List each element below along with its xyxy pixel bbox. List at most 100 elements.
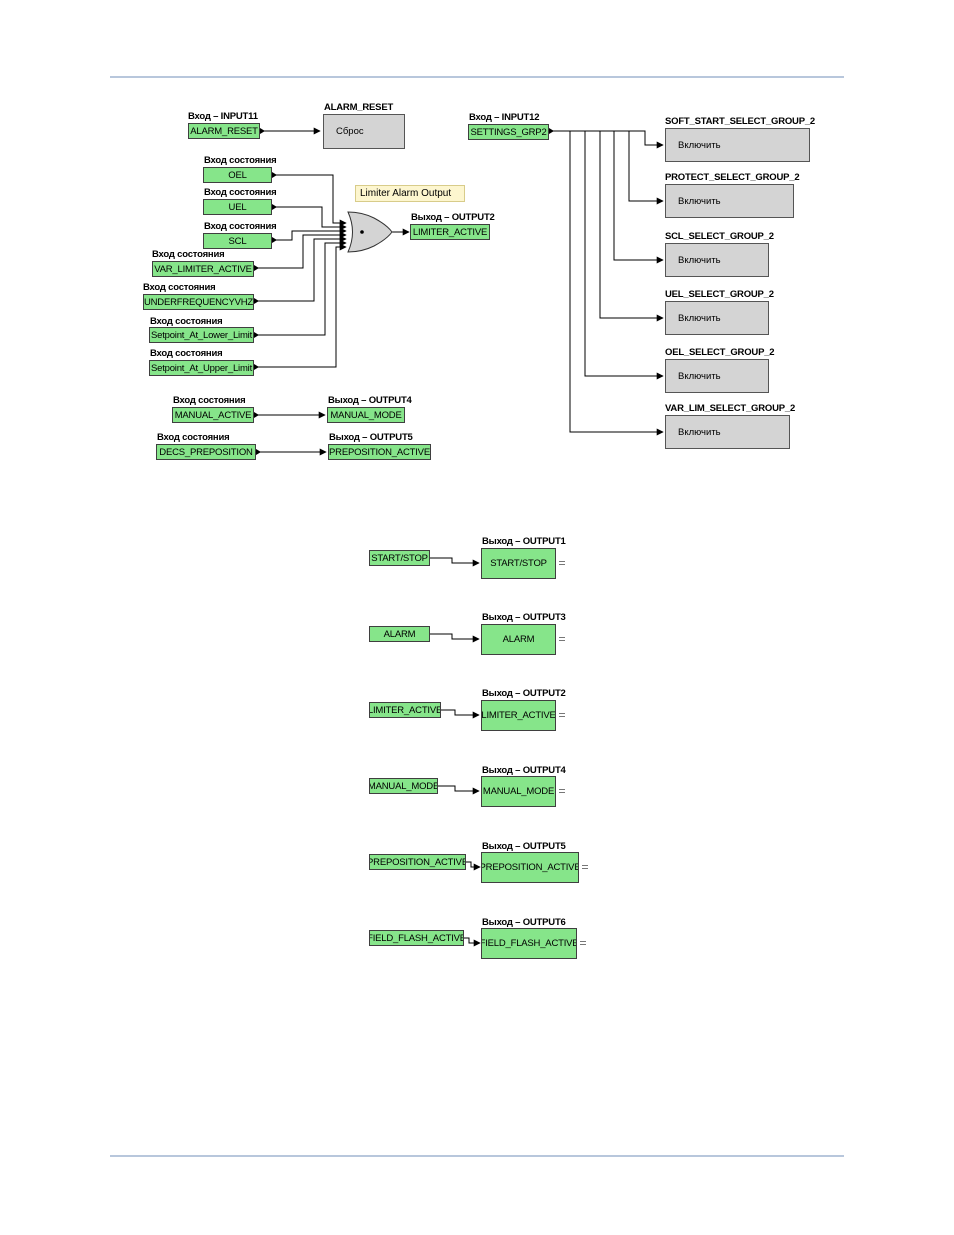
wire-uel (272, 206, 347, 231)
bottom-input-preposition-active[interactable]: PREPOSITION_ACTIVE (369, 854, 466, 870)
state-header-uel: Вход состояния (204, 187, 277, 198)
wire-grp-soft (549, 130, 664, 149)
protect-select-block[interactable]: Включить (665, 184, 794, 218)
oel-group-header: OEL_SELECT_GROUP_2 (665, 347, 775, 358)
bottom-output4-pin-icon (559, 787, 566, 795)
state-header-manual: Вход состояния (173, 395, 246, 406)
pin-oel (272, 172, 277, 178)
bottom-input-start-stop[interactable]: START/STOP (369, 550, 430, 566)
state-input-oel[interactable]: OEL (203, 167, 272, 183)
scl-group-label: Включить (678, 255, 721, 266)
bottom-header-output4: Выход – OUTPUT4 (482, 765, 566, 776)
header-rule (110, 76, 844, 78)
soft-start-select-block[interactable]: Включить (665, 128, 810, 162)
oel-group-label: Включить (678, 371, 721, 382)
state-input-underfrequency[interactable]: UNDERFREQUENCYVHZ (143, 294, 254, 310)
pin-man (254, 412, 259, 418)
pin-var (254, 265, 259, 271)
state-header-upper: Вход состояния (150, 348, 223, 359)
bottom-header-output1: Выход – OUTPUT1 (482, 536, 566, 547)
pin-scl (272, 237, 277, 243)
bottom-output6-pin-icon (580, 939, 587, 947)
alarm-reset-block[interactable]: Сброс (323, 114, 405, 149)
output2-limiter-active[interactable]: LIMITER_ACTIVE (410, 224, 490, 240)
wire-grp-protect (549, 130, 664, 205)
state-input-var-limiter[interactable]: VAR_LIMITER_ACTIVE (152, 261, 254, 277)
input12-settings-grp2[interactable]: SETTINGS_GRP2 (468, 124, 549, 140)
wire-grp-var (549, 130, 664, 436)
state-header-underfreq: Вход состояния (143, 282, 216, 293)
pin-dp (256, 449, 261, 455)
bottom-output-preposition-active[interactable]: PREPOSITION_ACTIVE (481, 852, 579, 883)
soft-start-label: Включить (678, 140, 721, 151)
wire-bottom-4 (438, 785, 480, 795)
state-header-lower: Вход состояния (150, 316, 223, 327)
state-input-scl[interactable]: SCL (203, 233, 272, 249)
wire-grp-uel (549, 130, 664, 322)
bottom-output1-pin-icon (559, 559, 566, 567)
input12-header: Вход – INPUT12 (469, 112, 540, 123)
wire-scl (272, 227, 347, 241)
alarm-reset-block-label: Сброс (336, 126, 364, 137)
limiter-alarm-tooltip: Limiter Alarm Output (355, 185, 465, 202)
wire-grp-scl (549, 130, 664, 264)
wire-bottom-2 (430, 633, 480, 643)
bottom-input-alarm[interactable]: ALARM (369, 626, 430, 642)
state-input-decs-preposition[interactable]: DECS_PREPOSITION (156, 444, 256, 460)
scl-group-header: SCL_SELECT_GROUP_2 (665, 231, 774, 242)
var-lim-label: Включить (678, 427, 721, 438)
uel-select-block[interactable]: Включить (665, 301, 769, 335)
state-header-oel: Вход состояния (204, 155, 277, 166)
scl-select-block[interactable]: Включить (665, 243, 769, 277)
input11-alarm-reset[interactable]: ALARM_RESET (188, 123, 260, 139)
state-input-setpoint-lower[interactable]: Setpoint_At_Lower_Limit (149, 327, 254, 343)
state-input-setpoint-upper[interactable]: Setpoint_At_Upper_Limit (149, 360, 254, 376)
uel-group-label: Включить (678, 313, 721, 324)
bottom-header-output5: Выход – OUTPUT5 (482, 841, 566, 852)
output5-preposition-active[interactable]: PREPOSITION_ACTIVE (328, 444, 431, 460)
bottom-output3-pin-icon (559, 635, 566, 643)
wire-grp-oel (549, 130, 664, 380)
var-lim-select-block[interactable]: Включить (665, 415, 790, 449)
pin-low (254, 332, 259, 338)
wire-bottom-1 (430, 557, 480, 567)
wire-upper (254, 243, 347, 368)
state-header-scl: Вход состояния (204, 221, 277, 232)
wire-oel (272, 174, 347, 227)
bottom-header-output3: Выход – OUTPUT3 (482, 612, 566, 623)
pin-in12 (549, 128, 554, 134)
footer-rule (110, 1155, 844, 1157)
protect-label: Включить (678, 196, 721, 207)
bottom-output2-pin-icon (559, 711, 566, 719)
output2-header: Выход – OUTPUT2 (411, 212, 495, 223)
or-gate-icon (347, 211, 393, 253)
bottom-output5-pin-icon (582, 863, 589, 871)
bottom-output-field-flash-active[interactable]: FIELD_FLASH_ACTIVE (481, 928, 577, 959)
bottom-input-limiter-active[interactable]: LIMITER_ACTIVE (369, 702, 441, 718)
wire-bottom-3 (441, 709, 480, 719)
pin-uel (272, 204, 277, 210)
bottom-output-start-stop[interactable]: START/STOP (481, 548, 556, 579)
pin-uf (254, 298, 259, 304)
bottom-input-manual-mode[interactable]: MANUAL_MODE (369, 778, 438, 794)
pin-in11 (260, 128, 265, 134)
wire-var (254, 231, 347, 269)
oel-select-block[interactable]: Включить (665, 359, 769, 393)
state-input-manual-active[interactable]: MANUAL_ACTIVE (172, 407, 254, 423)
alarm-reset-header: ALARM_RESET (324, 102, 394, 113)
bottom-output-alarm[interactable]: ALARM (481, 624, 556, 655)
wire-underfreq (254, 235, 347, 302)
uel-group-header: UEL_SELECT_GROUP_2 (665, 289, 774, 300)
bottom-output-manual-mode[interactable]: MANUAL_MODE (481, 776, 556, 807)
bottom-input-field-flash-active[interactable]: FIELD_FLASH_ACTIVE (369, 930, 464, 946)
input11-header: Вход – INPUT11 (188, 111, 258, 122)
wire-bottom-5 (466, 861, 481, 871)
bottom-output-limiter-active[interactable]: LIMITER_ACTIVE (481, 700, 556, 731)
output4-manual-mode[interactable]: MANUAL_MODE (327, 407, 405, 423)
output4-header: Выход – OUTPUT4 (328, 395, 412, 406)
bottom-header-output2: Выход – OUTPUT2 (482, 688, 566, 699)
state-input-uel[interactable]: UEL (203, 199, 272, 215)
var-lim-header: VAR_LIM_SELECT_GROUP_2 (665, 403, 796, 414)
protect-header: PROTECT_SELECT_GROUP_2 (665, 172, 800, 183)
